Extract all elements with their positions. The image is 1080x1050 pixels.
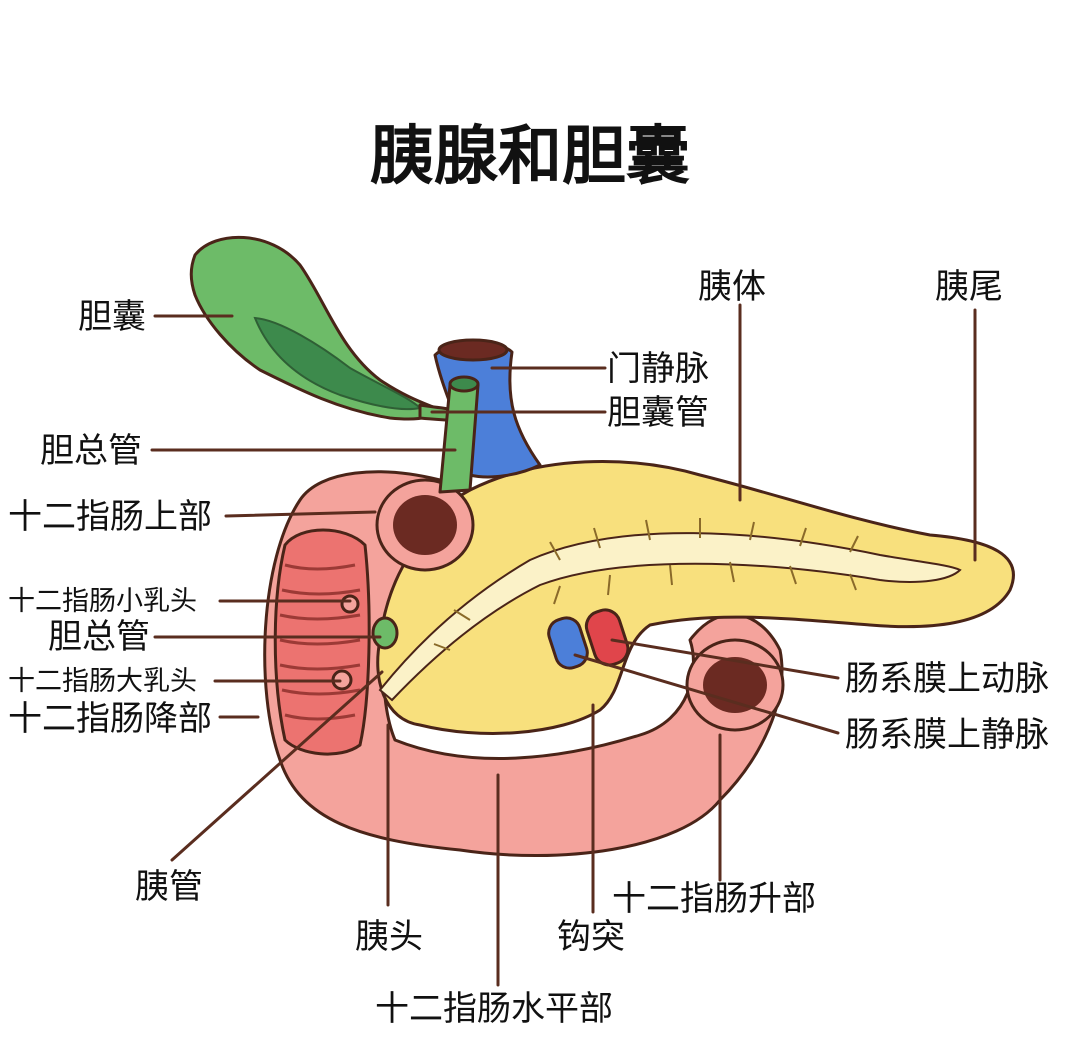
duodenum-folds — [279, 563, 361, 721]
label-duodenum-horizontal: 十二指肠水平部 — [375, 989, 613, 1029]
label-pancreas-head: 胰头 — [355, 917, 423, 957]
label-uncinate-process: 钩突 — [557, 917, 625, 957]
portal-vein-lumen — [437, 338, 509, 362]
duodenum-superior-lumen — [393, 495, 457, 555]
sm-artery — [584, 608, 630, 667]
label-duodenum-descending: 十二指肠降部 — [8, 699, 212, 739]
labels: 胆囊 胆总管 十二指肠上部 十二指肠小乳头 胆总管 十二指肠大乳头 十二指肠降部… — [8, 267, 1049, 1029]
anatomy-illustration — [189, 235, 1015, 858]
label-pancreatic-duct: 胰管 — [135, 867, 203, 907]
label-common-bile-duct-top: 胆总管 — [40, 431, 142, 471]
gallbladder — [189, 235, 442, 421]
common-bile-duct — [438, 383, 480, 494]
label-smv: 肠系膜上静脉 — [845, 715, 1049, 755]
label-major-papilla: 十二指肠大乳头 — [8, 666, 197, 697]
bile-duct-lumen — [448, 375, 480, 393]
duct-branches — [433, 518, 859, 651]
label-minor-papilla: 十二指肠小乳头 — [8, 586, 197, 617]
label-portal-vein: 门静脉 — [607, 349, 709, 389]
label-sma: 肠系膜上动脉 — [845, 659, 1049, 699]
label-pancreas-body: 胰体 — [698, 267, 766, 307]
pancreatic-duct — [378, 532, 962, 702]
label-common-bile-duct-mid: 胆总管 — [48, 617, 150, 657]
label-duodenum-superior: 十二指肠上部 — [8, 497, 212, 537]
label-cystic-duct: 胆囊管 — [607, 393, 709, 433]
label-pancreas-tail: 胰尾 — [935, 267, 1003, 307]
diagram-title: 胰腺和胆囊 — [370, 120, 690, 194]
bile-duct-head — [371, 616, 399, 650]
minor-papilla-mark — [340, 594, 360, 614]
duodenum-descending-inner — [273, 528, 371, 756]
label-gallbladder: 胆囊 — [78, 297, 146, 337]
leader-lines — [150, 303, 977, 987]
label-duodenum-ascending: 十二指肠升部 — [612, 879, 816, 919]
